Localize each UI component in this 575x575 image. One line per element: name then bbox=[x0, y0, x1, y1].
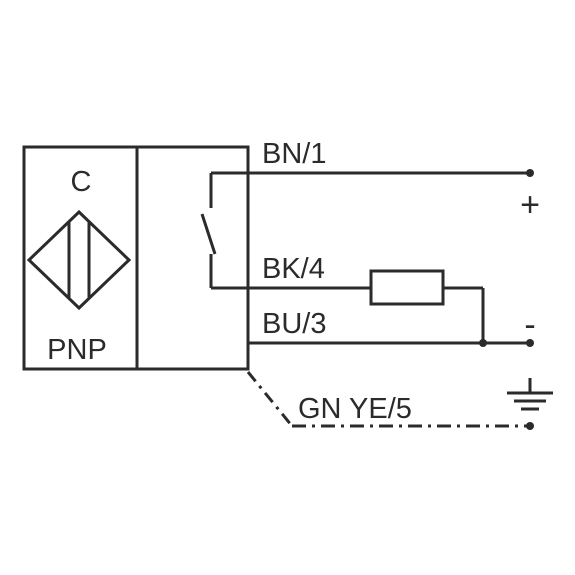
black-wire bbox=[211, 286, 485, 343]
positive-terminal-dot bbox=[526, 169, 534, 177]
positive-terminal-label: + bbox=[520, 186, 540, 224]
capacitive-sensor-icon bbox=[26, 209, 132, 311]
sensor-type-label: C bbox=[71, 166, 92, 198]
ground-wire bbox=[246, 371, 530, 428]
switch-contact bbox=[200, 213, 217, 288]
negative-terminal-dot bbox=[526, 339, 534, 347]
ground-icon bbox=[507, 378, 553, 411]
load-resistor bbox=[369, 269, 445, 306]
sensor-housing bbox=[22, 145, 250, 371]
ground-wire-label: GN YE/5 bbox=[298, 393, 412, 425]
blue-wire-label: BU/3 bbox=[262, 308, 326, 340]
load-junction-dot bbox=[479, 339, 487, 347]
ground-terminal-dot bbox=[526, 422, 534, 430]
brown-wire bbox=[209, 171, 530, 208]
negative-terminal-label: - bbox=[524, 306, 535, 344]
brown-wire-label: BN/1 bbox=[262, 138, 326, 170]
black-wire-label: BK/4 bbox=[262, 253, 325, 285]
output-type-label: PNP bbox=[47, 334, 107, 366]
